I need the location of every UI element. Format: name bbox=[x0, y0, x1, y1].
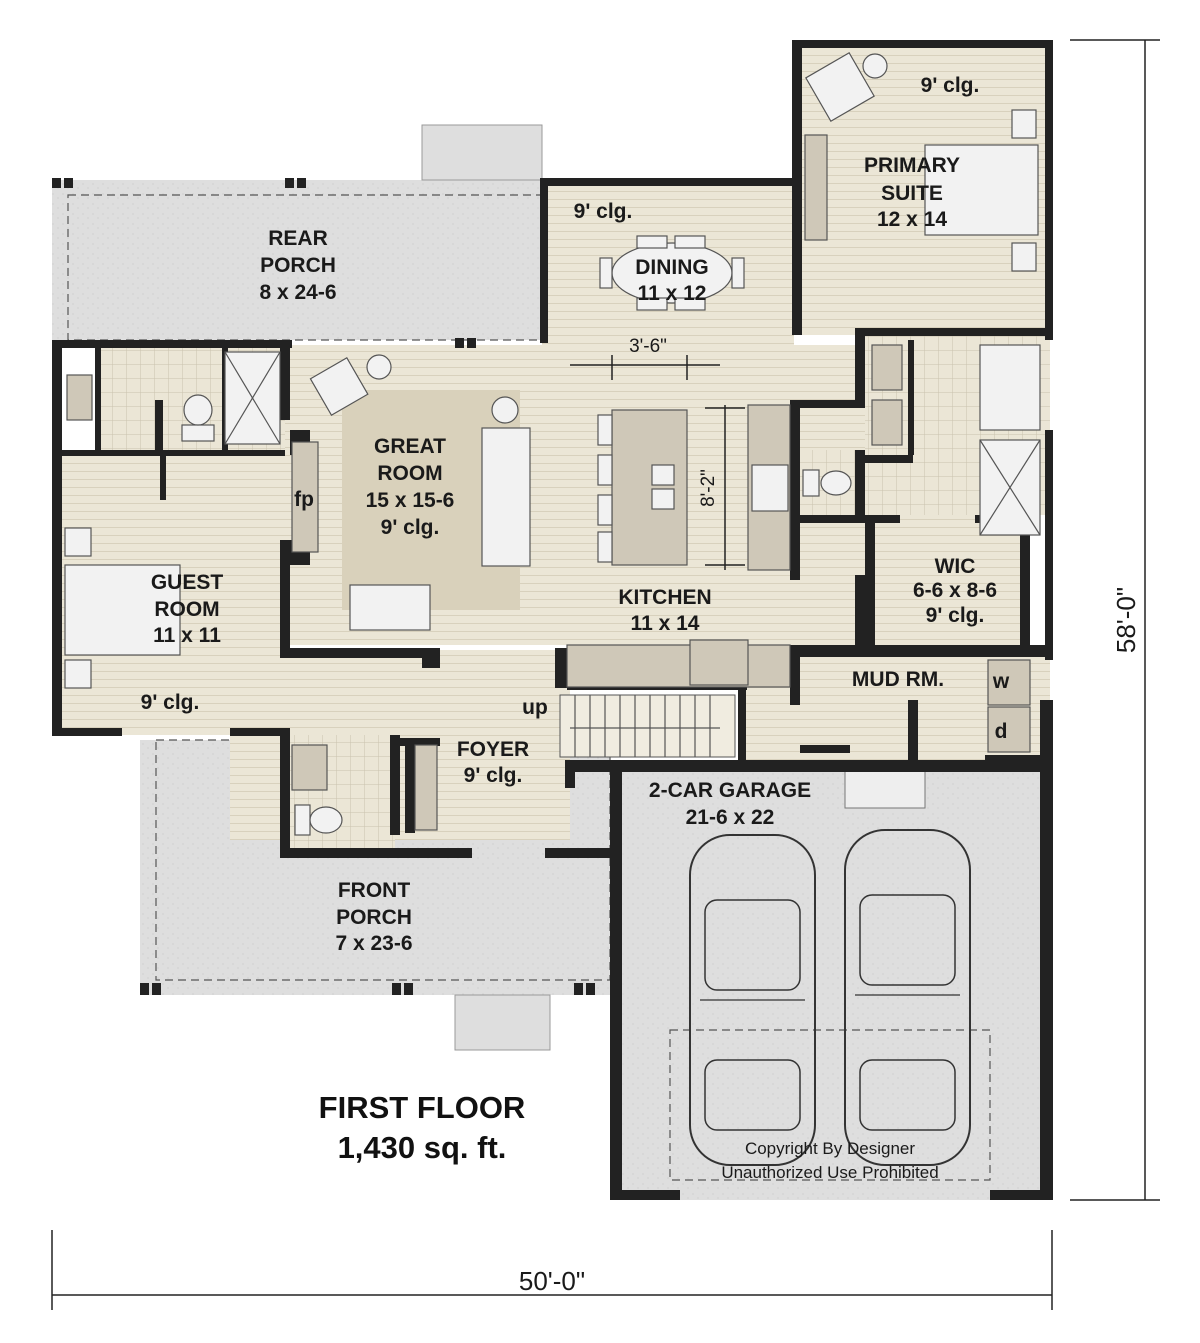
garage-car-right bbox=[844, 829, 971, 1166]
primary-suite-size: 12 x 14 bbox=[877, 208, 947, 231]
primary-suite-name2: SUITE bbox=[881, 182, 943, 205]
kitchen-name: KITCHEN bbox=[618, 586, 711, 609]
rear-porch bbox=[52, 124, 543, 341]
wic-name: WIC bbox=[935, 555, 976, 578]
stairs bbox=[559, 694, 736, 758]
wic-label: WIC 6-6 x 8-6 9' clg. bbox=[913, 555, 997, 627]
bath-fixtures bbox=[66, 344, 1041, 836]
front-porch-name1: FRONT bbox=[338, 879, 410, 902]
rear-porch-name2: PORCH bbox=[260, 254, 336, 277]
kitchen-label: KITCHEN 11 x 14 bbox=[618, 586, 711, 635]
island-gap-dimension: 3'-6" bbox=[629, 336, 667, 357]
great-room-ceiling: 9' clg. bbox=[381, 516, 440, 539]
plan-area: 1,430 sq. ft. bbox=[338, 1130, 507, 1165]
mud-room-label: MUD RM. w d bbox=[852, 668, 1010, 743]
fireplace-label: fp bbox=[294, 488, 314, 511]
wic-size: 6-6 x 8-6 bbox=[913, 579, 997, 602]
great-room-size: 15 x 15-6 bbox=[366, 489, 455, 512]
copyright-line1: Copyright By Designer bbox=[745, 1139, 915, 1158]
great-room-name2: ROOM bbox=[377, 462, 442, 485]
stairs-up-label: up bbox=[522, 696, 548, 719]
garage-name: 2-CAR GARAGE bbox=[649, 779, 811, 802]
guest-bed bbox=[64, 527, 181, 689]
island-length-dimension: 8'-2" bbox=[698, 469, 719, 507]
garage-slab bbox=[612, 765, 1050, 1200]
mud-room-name: MUD RM. bbox=[852, 668, 944, 691]
garage-size: 21-6 x 22 bbox=[686, 806, 775, 829]
width-dimension: 50'-0" bbox=[519, 1266, 585, 1296]
dining-table bbox=[599, 235, 745, 311]
great-room-furniture bbox=[291, 354, 531, 631]
foyer-name: FOYER bbox=[457, 738, 529, 761]
rear-porch-name1: REAR bbox=[268, 227, 328, 250]
great-room-label: GREAT ROOM 15 x 15-6 9' clg. fp bbox=[294, 435, 454, 539]
rear-porch-size: 8 x 24-6 bbox=[259, 281, 336, 304]
dining-name: DINING bbox=[635, 256, 709, 279]
guest-room-label: GUEST ROOM 11 x 11 9' clg. bbox=[141, 571, 224, 714]
front-porch-name2: PORCH bbox=[336, 906, 412, 929]
wic-ceiling: 9' clg. bbox=[926, 604, 985, 627]
foyer-ceiling: 9' clg. bbox=[464, 764, 523, 787]
primary-suite-label: 9' clg. PRIMARY SUITE 12 x 14 bbox=[864, 74, 979, 231]
guest-room-ceiling: 9' clg. bbox=[141, 691, 200, 714]
primary-suite-name1: PRIMARY bbox=[864, 154, 960, 177]
kitchen-fixtures bbox=[566, 404, 791, 688]
dining-label: 9' clg. DINING 11 x 12 bbox=[574, 200, 709, 305]
kitchen-size: 11 x 14 bbox=[631, 612, 700, 635]
garage-label: 2-CAR GARAGE 21-6 x 22 bbox=[649, 779, 811, 829]
guest-room-name1: GUEST bbox=[151, 571, 224, 594]
rear-porch-label: REAR PORCH 8 x 24-6 bbox=[259, 227, 336, 304]
mud-room-laundry bbox=[414, 659, 1031, 831]
depth-dimension: 58'-0" bbox=[1111, 587, 1141, 653]
copyright-line2: Unauthorized Use Prohibited bbox=[721, 1163, 938, 1182]
garage-car-left bbox=[689, 834, 816, 1166]
great-room-name1: GREAT bbox=[374, 435, 446, 458]
front-porch-size: 7 x 23-6 bbox=[335, 932, 412, 955]
guest-room-name2: ROOM bbox=[154, 598, 219, 621]
dimension-lines bbox=[51, 39, 1160, 1310]
plan-title: FIRST FLOOR bbox=[319, 1090, 526, 1125]
guest-room-size: 11 x 11 bbox=[153, 624, 221, 647]
foyer-label: up FOYER 9' clg. bbox=[457, 696, 548, 787]
dining-size: 11 x 12 bbox=[638, 282, 707, 305]
front-porch-label: FRONT PORCH 7 x 23-6 bbox=[335, 879, 412, 955]
dining-ceiling: 9' clg. bbox=[574, 200, 633, 223]
primary-suite-ceiling: 9' clg. bbox=[921, 74, 980, 97]
dryer-label: d bbox=[995, 720, 1008, 743]
washer-label: w bbox=[992, 670, 1010, 693]
primary-suite-furniture bbox=[804, 52, 1039, 272]
